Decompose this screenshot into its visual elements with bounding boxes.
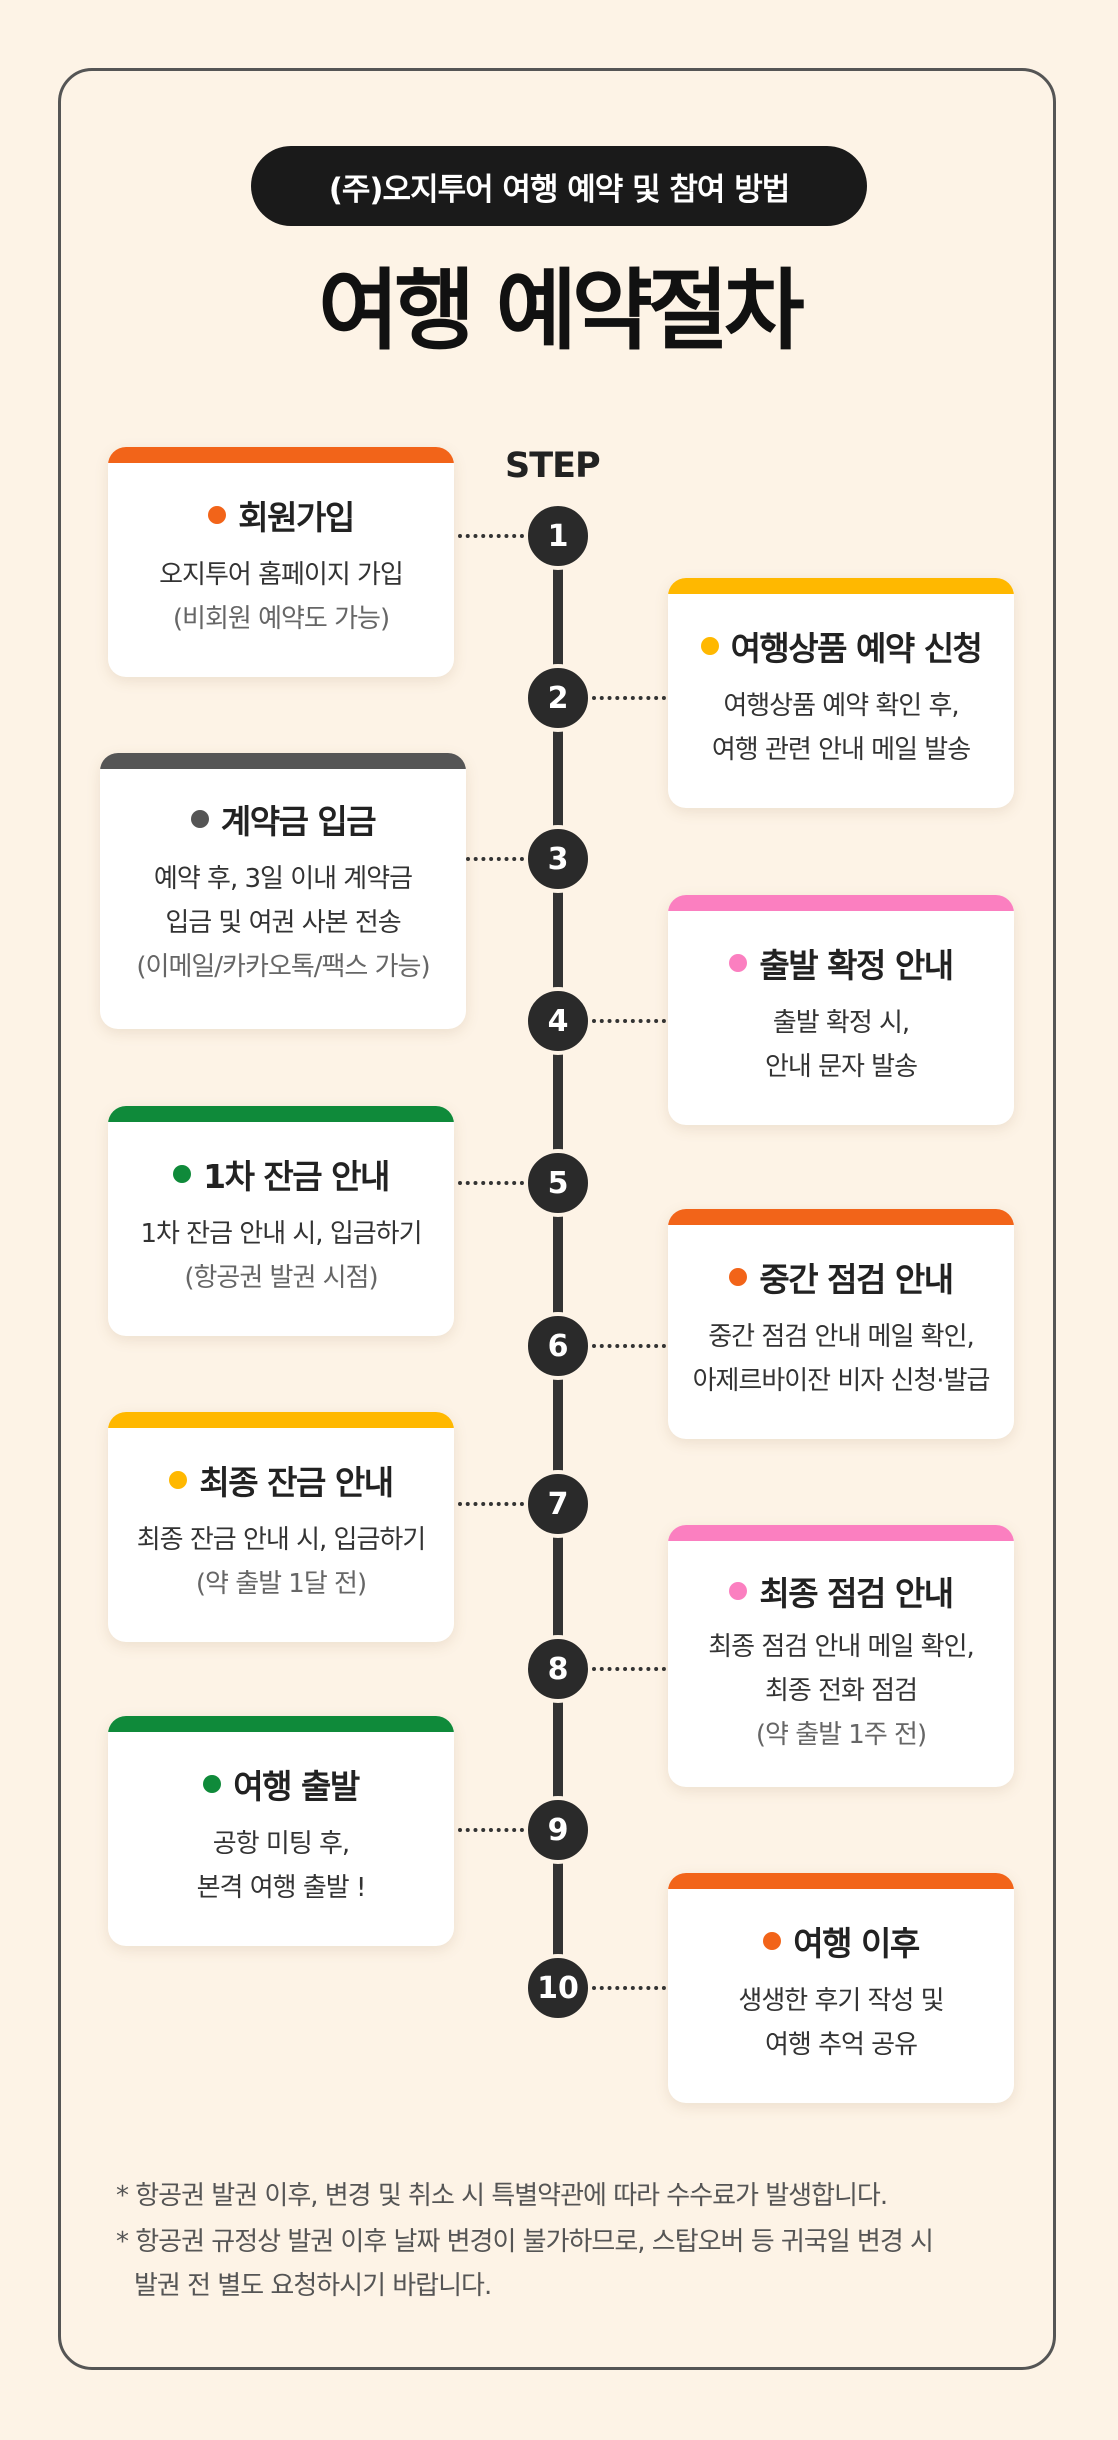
footnote-2: * 항공권 규정상 발권 이후 날짜 변경이 불가하므로, 스탑오버 등 귀국일… [116,2227,934,2257]
step-card-6: 중간 점검 안내 중간 점검 안내 메일 확인, 아제르바이잔 비자 신청·발급 [668,1209,1014,1439]
step-description: 여행상품 예약 확인 후, [723,691,959,721]
step-description-2: 본격 여행 출발 ! [196,1873,367,1903]
step-note: (약 출발 1주 전) [755,1720,927,1750]
bullet-dot-icon [208,506,227,524]
card-accent-bar [668,1525,1014,1541]
connector-9 [458,1828,524,1832]
step-title: 최종 점검 안내 [759,1574,954,1613]
card-accent-bar [668,895,1014,911]
step-note: (비회원 예약도 가능) [172,604,390,634]
step-card-10: 여행 이후 생생한 후기 작성 및 여행 추억 공유 [668,1873,1014,2103]
step-title: 1차 잔금 안내 [203,1157,390,1196]
bullet-dot-icon [729,1582,748,1600]
connector-10 [592,1986,666,1990]
bullet-dot-icon [729,954,748,972]
step-card-7: 최종 잔금 안내 최종 잔금 안내 시, 입금하기 (약 출발 1달 전) [108,1412,454,1642]
step-title: 최종 잔금 안내 [199,1463,394,1502]
step-description: 예약 후, 3일 이내 계약금 [153,864,413,894]
step-description: 공항 미팅 후, [212,1829,350,1859]
connector-4 [592,1019,666,1023]
step-description-2: 최종 전화 점검 [764,1676,918,1706]
step-card-1: 회원가입 오지투어 홈페이지 가입 (비회원 예약도 가능) [108,447,454,677]
step-description-2: 여행 관련 안내 메일 발송 [711,735,971,765]
bullet-dot-icon [169,1471,188,1489]
card-accent-bar [108,1106,454,1122]
step-note: (약 출발 1달 전) [195,1569,367,1599]
card-accent-bar [100,753,466,769]
connector-3 [466,857,524,861]
bullet-dot-icon [729,1268,748,1286]
bullet-dot-icon [173,1165,192,1183]
step-description-2: 여행 추억 공유 [764,2030,918,2060]
step-card-5: 1차 잔금 안내 1차 잔금 안내 시, 입금하기 (항공권 발권 시점) [108,1106,454,1336]
step-circle-8: 8 [524,1635,592,1703]
step-description: 오지투어 홈페이지 가입 [159,560,404,590]
card-accent-bar [668,1209,1014,1225]
step-card-2: 여행상품 예약 신청 여행상품 예약 확인 후, 여행 관련 안내 메일 발송 [668,578,1014,808]
step-label: STEP [505,446,601,486]
step-card-3: 계약금 입금 예약 후, 3일 이내 계약금 입금 및 여권 사본 전송 (이메… [100,753,466,1029]
step-description-2: 아제르바이잔 비자 신청·발급 [692,1366,991,1396]
step-title: 여행 출발 [233,1767,360,1806]
card-accent-bar [668,1873,1014,1889]
step-description-2: 안내 문자 발송 [764,1052,918,1082]
step-circle-6: 6 [524,1312,592,1380]
bullet-dot-icon [763,1932,782,1950]
step-title: 여행상품 예약 신청 [730,629,983,668]
step-title: 회원가입 [238,498,355,537]
bullet-dot-icon [203,1775,222,1793]
step-description: 최종 점검 안내 메일 확인, [708,1632,975,1662]
connector-1 [458,534,524,538]
step-circle-1: 1 [524,502,592,570]
card-accent-bar [108,447,454,463]
connector-5 [458,1181,524,1185]
step-title: 출발 확정 안내 [759,946,954,985]
connector-8 [592,1667,666,1671]
step-description-2: 입금 및 여권 사본 전송 [165,908,401,938]
step-circle-10: 10 [524,1954,592,2022]
step-title: 중간 점검 안내 [759,1260,954,1299]
step-card-4: 출발 확정 안내 출발 확정 시, 안내 문자 발송 [668,895,1014,1125]
timeline-line [553,530,563,1990]
step-circle-7: 7 [524,1470,592,1538]
subtitle-pill: (주)오지투어 여행 예약 및 참여 방법 [251,146,867,226]
bullet-dot-icon [700,637,719,655]
step-card-9: 여행 출발 공항 미팅 후, 본격 여행 출발 ! [108,1716,454,1946]
step-title: 여행 이후 [793,1924,920,1963]
card-accent-bar [668,578,1014,594]
connector-2 [592,696,666,700]
step-circle-2: 2 [524,664,592,732]
card-accent-bar [108,1412,454,1428]
step-note: (이메일/카카오톡/팩스 가능) [136,952,430,982]
step-description: 최종 잔금 안내 시, 입금하기 [136,1525,426,1555]
card-accent-bar [108,1716,454,1732]
footnote-1: * 항공권 발권 이후, 변경 및 취소 시 특별약관에 따라 수수료가 발생합… [116,2181,888,2211]
connector-6 [592,1344,666,1348]
step-description: 중간 점검 안내 메일 확인, [708,1322,975,1352]
step-description: 생생한 후기 작성 및 [738,1986,944,2016]
step-description: 출발 확정 시, [772,1008,910,1038]
page-title: 여행 예약절차 [318,259,804,362]
step-card-8: 최종 점검 안내 최종 점검 안내 메일 확인, 최종 전화 점검 (약 출발 … [668,1525,1014,1787]
footnote-2-continued: 발권 전 별도 요청하시기 바랍니다. [134,2271,492,2301]
step-circle-5: 5 [524,1149,592,1217]
step-title: 계약금 입금 [220,802,377,841]
step-circle-3: 3 [524,825,592,893]
step-note: (항공권 발권 시점) [184,1263,378,1293]
step-circle-9: 9 [524,1796,592,1864]
step-circle-4: 4 [524,987,592,1055]
step-description: 1차 잔금 안내 시, 입금하기 [140,1219,422,1249]
bullet-dot-icon [190,810,209,828]
connector-7 [458,1502,524,1506]
